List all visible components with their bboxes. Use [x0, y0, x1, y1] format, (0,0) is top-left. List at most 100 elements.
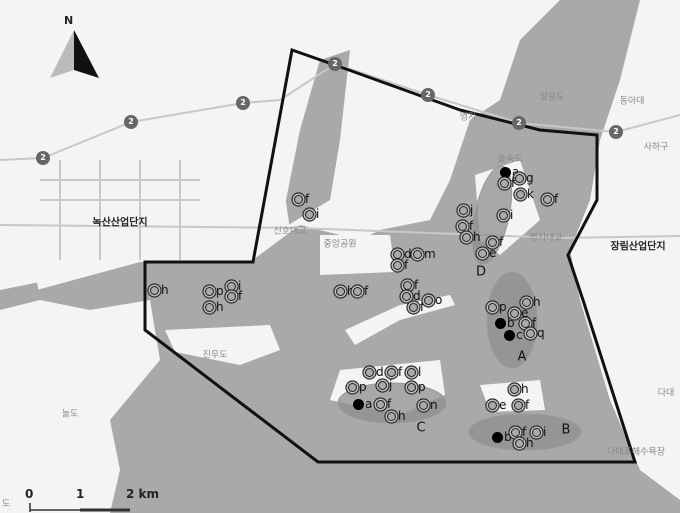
sample-point-label: a: [365, 397, 373, 411]
sample-point-ring[interactable]: h: [522, 296, 541, 308]
sample-point-ring[interactable]: m: [413, 248, 436, 260]
sample-point-ring[interactable]: f: [500, 177, 515, 189]
place-label: 사하구: [643, 142, 669, 153]
sample-point-ring[interactable]: h: [150, 284, 169, 296]
sample-point-ring[interactable]: h: [510, 383, 529, 395]
sample-point-label: f: [554, 192, 559, 206]
sample-point-ring[interactable]: f: [387, 366, 402, 378]
double-circle-icon: [459, 205, 468, 215]
place-label: 신호대교: [273, 226, 307, 237]
sample-point-ring[interactable]: e: [510, 307, 528, 319]
sample-point-ring[interactable]: e: [488, 399, 506, 411]
sample-point-label: c: [516, 328, 523, 342]
sample-point-label: f: [469, 219, 474, 233]
sample-point-label: d: [404, 247, 412, 261]
sample-point-filled[interactable]: b: [495, 317, 515, 329]
sample-point-ring[interactable]: j: [378, 379, 392, 391]
route-2-shield-icon: 2: [421, 88, 435, 102]
sample-point-ring[interactable]: j: [459, 204, 473, 216]
sample-point-ring[interactable]: f: [543, 193, 558, 205]
sample-point-label: b: [507, 316, 515, 330]
sample-point-ring[interactable]: o: [424, 294, 442, 306]
sample-point-label: f: [414, 278, 419, 292]
sample-point-filled[interactable]: c: [504, 329, 523, 341]
sample-point-ring[interactable]: f: [353, 285, 368, 297]
place-label: 동아대: [619, 96, 645, 107]
sample-point-ring[interactable]: f: [511, 426, 526, 438]
sample-point-ring[interactable]: p: [488, 301, 507, 313]
sample-point-ring[interactable]: d: [402, 290, 421, 302]
sample-point-label: b: [504, 430, 512, 444]
sample-point-ring[interactable]: f: [403, 279, 418, 291]
double-circle-icon: [478, 248, 487, 258]
sample-point-ring[interactable]: f: [294, 193, 309, 205]
sample-point-ring[interactable]: k: [516, 188, 534, 200]
sample-point-label: a: [512, 165, 520, 179]
sample-point-ring[interactable]: f: [393, 259, 408, 271]
sample-point-ring[interactable]: p: [407, 381, 426, 393]
double-circle-icon: [365, 367, 374, 377]
place-label: 명지대교: [529, 233, 563, 244]
study-area-boundary: [143, 48, 638, 464]
sample-point-label: h: [216, 300, 224, 314]
sample-point-ring[interactable]: p: [205, 285, 224, 297]
filled-circle-icon: [492, 431, 503, 443]
double-circle-icon: [227, 281, 236, 291]
double-circle-icon: [462, 232, 471, 242]
sample-point-ring[interactable]: i: [305, 208, 319, 220]
sample-point-label: i: [238, 279, 242, 293]
sample-point-ring[interactable]: f: [227, 290, 242, 302]
sample-point-ring[interactable]: f: [521, 317, 536, 329]
route-2-shield-icon: 2: [36, 151, 50, 165]
sample-point-ring[interactable]: h: [336, 285, 355, 297]
double-circle-icon: [510, 384, 519, 394]
sample-point-label: p: [499, 300, 507, 314]
sample-point-ring[interactable]: q: [526, 327, 545, 339]
sample-point-label: f: [525, 398, 530, 412]
sample-point-ring[interactable]: i: [227, 280, 241, 292]
sample-point-ring[interactable]: f: [514, 399, 529, 411]
filled-circle-icon: [495, 317, 506, 329]
double-circle-icon: [514, 400, 523, 410]
double-circle-icon: [515, 173, 524, 183]
sample-point-label: p: [359, 380, 367, 394]
zone-a-ellipse: [486, 271, 538, 369]
sample-point-ring[interactable]: d: [365, 366, 384, 378]
double-circle-icon: [413, 249, 422, 259]
double-circle-icon: [424, 295, 433, 305]
sample-point-ring[interactable]: d: [393, 248, 412, 260]
sample-point-ring[interactable]: i: [532, 426, 546, 438]
sample-point-ring[interactable]: e: [478, 247, 496, 259]
double-circle-icon: [348, 382, 357, 392]
sample-point-filled[interactable]: b: [492, 431, 512, 443]
sample-point-ring[interactable]: f: [458, 220, 473, 232]
sample-point-label: q: [537, 326, 545, 340]
sample-point-ring[interactable]: p: [348, 381, 367, 393]
zone-c-ellipse: [337, 382, 447, 424]
sample-point-ring[interactable]: f: [376, 398, 391, 410]
sample-point-ring[interactable]: h: [515, 437, 534, 449]
sample-point-ring[interactable]: h: [462, 231, 481, 243]
double-circle-icon: [336, 286, 345, 296]
sample-point-ring[interactable]: i: [499, 209, 513, 221]
sample-point-ring[interactable]: f: [409, 301, 424, 313]
sample-point-filled[interactable]: a: [500, 166, 519, 178]
sample-point-ring[interactable]: h: [387, 410, 406, 422]
scale-bar: [29, 503, 130, 512]
zone-d-label: D: [475, 264, 487, 280]
sample-point-ring[interactable]: f: [488, 236, 503, 248]
sample-point-filled[interactable]: a: [353, 398, 372, 410]
sample-point-label: h: [533, 295, 541, 309]
sample-point-ring[interactable]: n: [419, 399, 438, 411]
sample-point-label: f: [420, 300, 425, 314]
sample-point-label: e: [499, 398, 507, 412]
sample-point-ring[interactable]: l: [407, 366, 421, 378]
double-circle-icon: [150, 285, 159, 295]
sample-point-label: p: [216, 284, 224, 298]
scale-tick-0: 0: [25, 487, 34, 501]
double-circle-icon: [500, 178, 509, 188]
sample-point-ring[interactable]: g: [515, 172, 534, 184]
sample-point-ring[interactable]: h: [205, 301, 224, 313]
place-label: 녹산산업단지: [92, 217, 148, 229]
